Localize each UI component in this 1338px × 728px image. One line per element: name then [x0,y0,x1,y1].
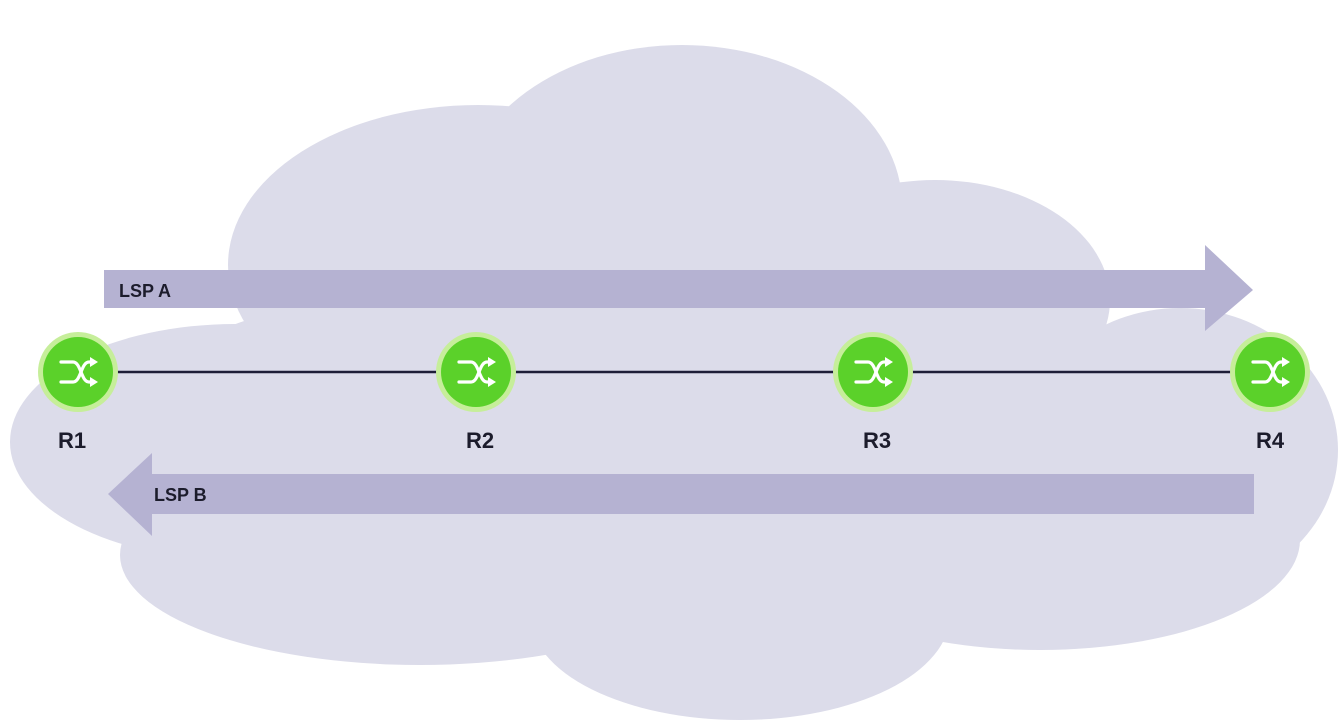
router-r1: R1 [38,332,118,453]
router-r3: R3 [833,332,913,453]
router-icon [854,357,893,387]
lsp-a-arrow: LSP A [104,245,1253,331]
network-cloud [10,45,1338,720]
router-r4: R4 [1230,332,1310,453]
lsp-b-label: LSP B [154,485,207,505]
router-label: R1 [58,428,86,453]
lsp-a-label: LSP A [119,281,171,301]
router-label: R2 [466,428,494,453]
router-label: R4 [1256,428,1285,453]
router-r2: R2 [436,332,516,453]
lsp-b-arrow: LSP B [108,453,1254,536]
router-icon [457,357,496,387]
router-label: R3 [863,428,891,453]
router-icon [1251,357,1290,387]
router-icon [59,357,98,387]
